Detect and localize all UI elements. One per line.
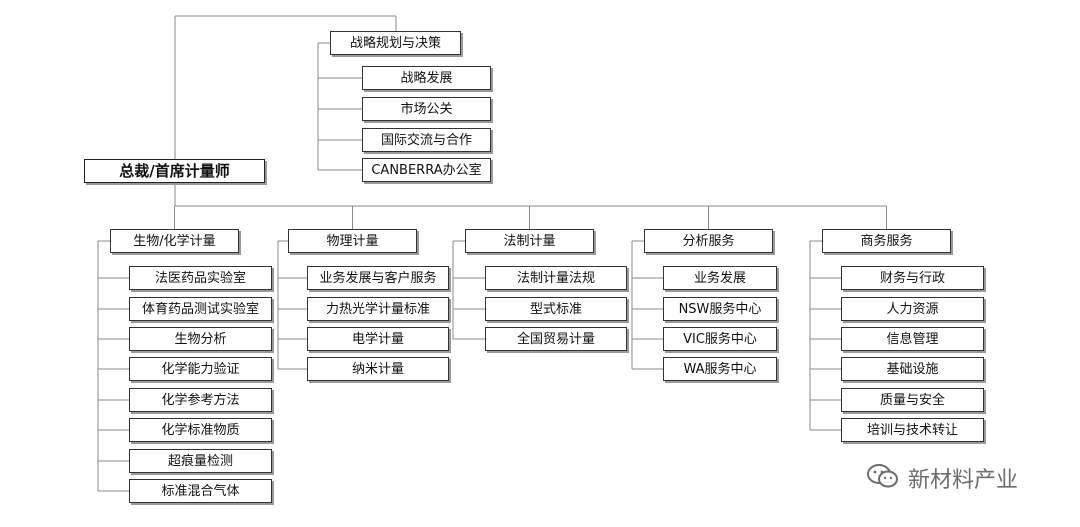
department-5-item: 质量与安全 <box>841 388 984 412</box>
department-2-item: 业务发展与客户服务 <box>307 266 449 290</box>
department-3-item: 法制计量法规 <box>485 266 627 290</box>
watermark: 新材料产业 <box>866 462 1018 494</box>
strategy-item-2-label: 市场公关 <box>400 101 453 117</box>
department-1-item: 体育药品测试实验室 <box>129 297 272 321</box>
department-1-item: 化学标准物质 <box>129 418 272 442</box>
department-4-item: VIC服务中心 <box>663 327 777 351</box>
department-2-item-label: 电学计量 <box>351 331 404 347</box>
department-1-item-label: 化学参考方法 <box>161 392 240 408</box>
strategy-item-1-label: 战略发展 <box>400 70 453 86</box>
department-3-item: 全国贸易计量 <box>485 327 627 351</box>
department-4-item: 业务发展 <box>663 266 777 290</box>
department-1-item: 生物分析 <box>129 327 272 351</box>
department-1-label: 生物/化学计量 <box>133 233 216 249</box>
department-5-item-label: 基础设施 <box>886 361 939 377</box>
watermark-text: 新材料产业 <box>908 468 1019 493</box>
department-1-item: 超痕量检测 <box>129 449 272 473</box>
department-5-item: 培训与技术转让 <box>841 418 984 442</box>
department-1-item-label: 超痕量检测 <box>167 453 233 469</box>
department-1-item-label: 化学标准物质 <box>161 422 240 438</box>
department-1-item: 化学参考方法 <box>129 388 272 412</box>
department-1-item-label: 体育药品测试实验室 <box>141 301 259 317</box>
department-1-item-label: 化学能力验证 <box>161 361 240 377</box>
department-3-item: 型式标准 <box>485 297 627 321</box>
department-1-item: 标准混合气体 <box>129 479 272 503</box>
department-1-item: 化学能力验证 <box>129 357 272 381</box>
department-3: 法制计量 <box>465 229 594 253</box>
wechat-icon <box>866 462 900 494</box>
department-2-item-label: 力热光学计量标准 <box>325 301 430 317</box>
department-5-item: 人力资源 <box>841 297 984 321</box>
strategy-label: 战略规划与决策 <box>349 35 441 51</box>
department-1-item: 法医药品实验室 <box>129 266 272 290</box>
department-1: 生物/化学计量 <box>110 229 239 253</box>
department-4-label: 分析服务 <box>682 233 735 249</box>
strategy-item-4: CANBERRA办公室 <box>362 158 491 182</box>
strategy-item-2: 市场公关 <box>362 97 491 121</box>
department-1-item-label: 法医药品实验室 <box>154 270 246 286</box>
strategy-item-1: 战略发展 <box>362 66 491 90</box>
strategy-item-3: 国际交流与合作 <box>362 128 491 152</box>
department-5-item-label: 财务与行政 <box>879 270 945 286</box>
department-4-item-label: NSW服务中心 <box>678 301 762 317</box>
department-2-item: 电学计量 <box>307 327 449 351</box>
department-3-item-label: 全国贸易计量 <box>516 331 595 347</box>
root-label: 总裁/首席计量师 <box>119 161 230 180</box>
strategy-item-4-label: CANBERRA办公室 <box>371 162 482 178</box>
department-4-item-label: 业务发展 <box>693 270 746 286</box>
department-4-item-label: WA服务中心 <box>683 361 757 377</box>
department-4-item-label: VIC服务中心 <box>683 331 757 347</box>
department-1-item-label: 标准混合气体 <box>161 483 240 499</box>
department-5: 商务服务 <box>822 229 951 253</box>
department-3-item-label: 型式标准 <box>529 301 582 317</box>
department-5-item-label: 信息管理 <box>886 331 939 347</box>
department-5-label: 商务服务 <box>860 233 913 249</box>
department-5-item: 基础设施 <box>841 357 984 381</box>
department-2-label: 物理计量 <box>326 233 379 249</box>
department-5-item-label: 培训与技术转让 <box>866 422 958 438</box>
strategy-node: 战略规划与决策 <box>330 31 461 55</box>
department-4: 分析服务 <box>644 229 773 253</box>
department-5-item: 财务与行政 <box>841 266 984 290</box>
root-node: 总裁/首席计量师 <box>84 159 265 183</box>
department-3-item-label: 法制计量法规 <box>516 270 595 286</box>
department-5-item-label: 人力资源 <box>886 301 939 317</box>
department-2-item-label: 纳米计量 <box>351 361 404 377</box>
department-1-item-label: 生物分析 <box>174 331 227 347</box>
department-2: 物理计量 <box>288 229 417 253</box>
department-2-item: 力热光学计量标准 <box>307 297 449 321</box>
department-5-item-label: 质量与安全 <box>879 392 945 408</box>
strategy-item-3-label: 国际交流与合作 <box>380 132 472 148</box>
department-4-item: WA服务中心 <box>663 357 777 381</box>
department-3-label: 法制计量 <box>503 233 556 249</box>
department-2-item-label: 业务发展与客户服务 <box>319 270 437 286</box>
department-2-item: 纳米计量 <box>307 357 449 381</box>
department-5-item: 信息管理 <box>841 327 984 351</box>
department-4-item: NSW服务中心 <box>663 297 777 321</box>
